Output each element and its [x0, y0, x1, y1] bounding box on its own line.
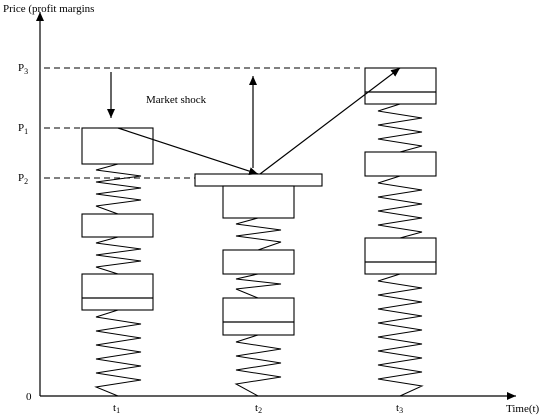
decline-arrow	[117, 127, 259, 175]
spring-t3-1	[377, 103, 423, 153]
price-label-p1: P1	[18, 122, 28, 136]
box-t3-middle	[364, 151, 437, 177]
market-shock-label: Market shock	[146, 94, 207, 106]
box-t2-bottom	[222, 297, 295, 336]
time-label-t3: t3	[396, 402, 403, 415]
spring-t3-2	[377, 175, 423, 239]
time-label-t2: t2	[255, 402, 262, 415]
box-t2-top	[222, 185, 295, 219]
box-t1-middle	[81, 213, 154, 238]
box-t1-bottom	[81, 273, 154, 311]
time-label-t1: t1	[113, 402, 120, 415]
spring-t2-2	[235, 273, 282, 299]
spring-t1-1	[95, 163, 142, 215]
spring-t1-3	[94, 309, 142, 397]
recovery-arrow	[259, 67, 401, 175]
spring-t3-3	[377, 273, 424, 397]
origin-label: 0	[26, 391, 32, 403]
box-t3-bottom	[364, 237, 437, 275]
box-t2-plate	[194, 173, 323, 187]
x-axis-title: Time(t)	[506, 403, 540, 415]
price-label-p3: P3	[18, 62, 28, 76]
box-t1-top	[81, 127, 154, 165]
spring-t2-1	[235, 217, 282, 251]
y-axis-title: Price (profit margins	[3, 3, 94, 15]
spring-t2-3	[234, 334, 282, 397]
spring-t1-2	[95, 236, 142, 275]
price-label-p2: P2	[18, 172, 28, 186]
box-t2-middle	[222, 249, 295, 275]
